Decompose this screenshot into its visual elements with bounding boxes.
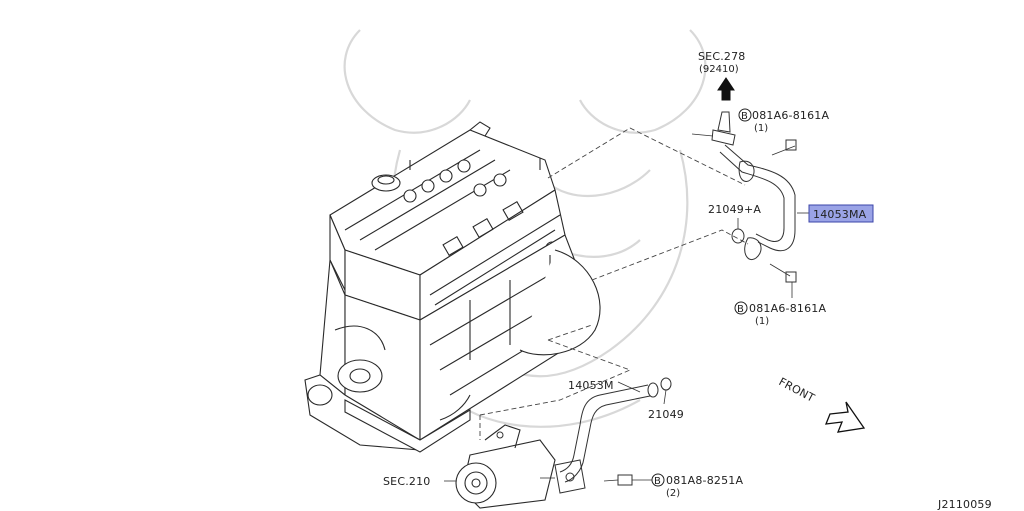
front-arrow-icon: [824, 401, 866, 433]
water-pump: [444, 424, 556, 509]
gasket-21049a: [731, 218, 745, 244]
label-14053ma[interactable]: 14053MA: [813, 208, 867, 221]
bolt-marker-icon: [651, 473, 665, 487]
label-21049a: 21049+A: [708, 203, 761, 216]
water-pipe-14053ma: [691, 111, 797, 260]
bolt-mid-callout: B 081A6-8161A (1): [734, 301, 826, 327]
label-21049: 21049: [648, 408, 684, 421]
bolt-marker-icon: [734, 301, 748, 315]
label-sec278: SEC.278: [698, 50, 746, 63]
highlight-box[interactable]: [808, 204, 874, 223]
gasket-21049: [660, 377, 672, 405]
label-front: FRONT: [777, 375, 817, 405]
label-sec210: SEC.210: [383, 475, 431, 488]
diagram-id: J2110059: [937, 498, 992, 511]
bolt-top-callout: B 081A6-8161A (1): [738, 108, 829, 134]
label-bolt-top-qty: (1): [754, 123, 768, 134]
bolt-mid: [769, 263, 797, 298]
label-bolt-mid: 081A6-8161A: [749, 302, 826, 315]
bolt-marker-icon: [738, 108, 752, 122]
bolt-marker-letter: B: [737, 304, 744, 315]
label-bolt-mid-qty: (1): [755, 316, 769, 327]
engine-assembly: [304, 121, 601, 453]
bolt-bottom-callout: B 081A8-8251A (2): [651, 473, 743, 499]
bolt-marker-letter: B: [654, 476, 661, 487]
label-14053m: 14053M: [568, 379, 614, 392]
label-sec278-ref: (92410): [699, 64, 739, 75]
label-bolt-top: 081A6-8161A: [752, 109, 829, 122]
water-pipe-14053m: [554, 381, 659, 494]
bolt-bottom: [603, 474, 652, 486]
label-bolt-bottom: 081A8-8251A: [666, 474, 743, 487]
leader-lines: [479, 127, 749, 440]
up-arrow-icon: [717, 77, 735, 101]
highlighted-part-callout[interactable]: 14053MA: [797, 204, 874, 223]
bolt-marker-letter: B: [741, 111, 748, 122]
label-bolt-bottom-qty: (2): [666, 488, 680, 499]
